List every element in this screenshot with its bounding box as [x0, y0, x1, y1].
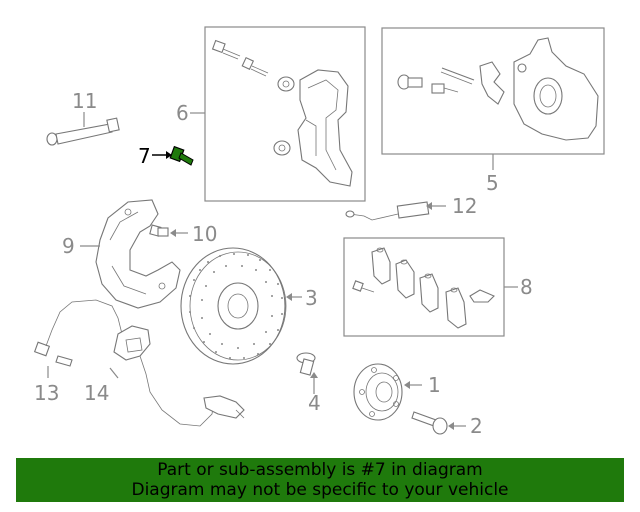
callout-12[interactable]: 12	[452, 194, 477, 218]
pad-bolt	[352, 280, 375, 293]
callout-11[interactable]: 11	[72, 89, 97, 113]
part-3-brake-rotor	[180, 247, 287, 365]
part-10-bolt	[149, 224, 169, 237]
pad-clip	[469, 289, 495, 303]
callout-1[interactable]: 1	[428, 373, 441, 397]
caliper-pin-rod	[440, 67, 475, 85]
callout-4[interactable]: 4	[308, 391, 321, 415]
part-1-wheel-hub	[353, 363, 403, 421]
carrier-bolt-lower	[241, 56, 269, 77]
callout-10[interactable]: 10	[192, 222, 217, 246]
banner-line-1: Part or sub-assembly is #7 in diagram	[157, 460, 483, 480]
callout-7[interactable]: 7	[138, 144, 151, 168]
callout-13[interactable]: 13	[34, 381, 59, 405]
part-7-bolt[interactable]	[169, 145, 194, 166]
guide-bushing-lower	[273, 140, 291, 156]
brake-pad-1	[371, 247, 391, 285]
caliper-guide-pin	[397, 74, 423, 90]
brake-caliper	[513, 37, 599, 141]
part-13-abs-sensor	[33, 299, 131, 367]
callout-6[interactable]: 6	[176, 101, 189, 125]
guide-bushing-upper	[277, 76, 295, 92]
group-box-6	[204, 26, 366, 202]
callout-5[interactable]: 5	[486, 171, 499, 195]
caliper-carrier	[297, 69, 353, 187]
brake-pad-2	[395, 259, 415, 299]
info-banner: Part or sub-assembly is #7 in diagram Di…	[16, 458, 624, 502]
part-4-wheel-stud	[296, 352, 316, 376]
brake-pad-4	[445, 287, 467, 329]
carrier-bolt-upper	[211, 39, 241, 60]
part-12-wear-sensor	[345, 201, 430, 221]
callout-14[interactable]: 14	[84, 381, 109, 405]
part-2-hub-bolt	[411, 411, 448, 435]
callout-8[interactable]: 8	[520, 275, 533, 299]
callout-3[interactable]: 3	[305, 286, 318, 310]
brake-pad-3	[419, 273, 439, 313]
callout-9[interactable]: 9	[62, 234, 75, 258]
part-11-sensor-bolt	[46, 117, 120, 146]
caliper-bleeder	[431, 83, 459, 94]
part-9-splash-shield	[95, 199, 181, 309]
anti-rattle-spring	[479, 61, 505, 105]
part-14-sensor-harness	[113, 325, 245, 427]
callout-2[interactable]: 2	[470, 414, 483, 438]
banner-line-2: Diagram may not be specific to your vehi…	[131, 480, 509, 500]
parts-diagram: 6 5	[33, 26, 605, 438]
